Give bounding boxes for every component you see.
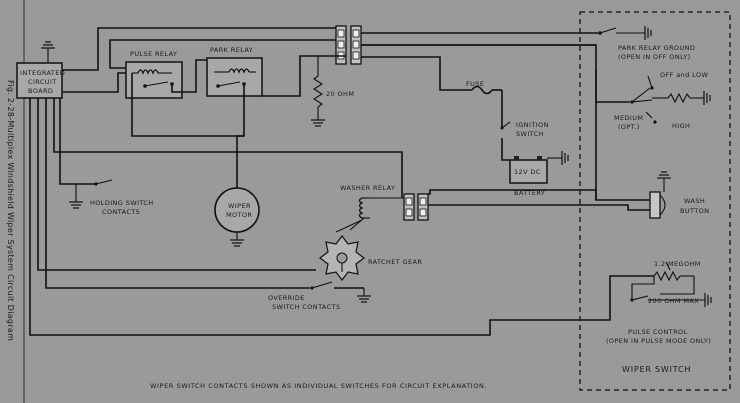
icb-ground-icon — [41, 41, 55, 63]
park-relay-label: PARK RELAY — [210, 46, 253, 54]
pulse-relay-label: PULSE RELAY — [130, 50, 177, 58]
integrated-circuit-board: INTEGRATED CIRCUIT BOARD — [16, 62, 65, 99]
wash-button-icon — [649, 171, 671, 219]
icb-label-2: CIRCUIT — [28, 78, 57, 86]
pulse-control-label-2: (OPEN IN PULSE MODE ONLY) — [606, 337, 711, 345]
off-low-label: OFF and LOW — [660, 71, 708, 79]
washer-relay-label: WASHER RELAY — [340, 184, 395, 192]
pulse-control-label-1: PULSE CONTROL — [628, 328, 688, 336]
medium-label-2: (OPT.) — [618, 123, 640, 131]
battery-value: 12V DC — [514, 168, 541, 176]
wiper-switch-enclosure — [579, 11, 731, 391]
ignition-label-2: SWITCH — [516, 130, 544, 138]
figure-caption: Fig. 2-28-Multiplex Windshield Wiper Sys… — [6, 80, 15, 341]
wiper-switch-label: WIPER SWITCH — [622, 365, 691, 374]
footer-note: WIPER SWITCH CONTACTS SHOWN AS INDIVIDUA… — [150, 382, 487, 390]
motor-label-1: WIPER — [228, 202, 251, 210]
battery-label: BATTERY — [514, 189, 545, 197]
ratchet-label: RATCHET GEAR — [368, 258, 422, 266]
pulse-relay: PULSE RELAY — [125, 50, 183, 99]
rheostat-label-1: 1.2 MEGOHM — [654, 260, 701, 268]
rheostat-label-2: 200 OHM MAX — [648, 297, 699, 305]
battery-ground-icon — [547, 151, 569, 165]
ignition-switch-icon — [500, 121, 511, 130]
icb-box — [16, 62, 63, 99]
park-ground-label-2: (OPEN IN OFF ONLY) — [618, 53, 691, 61]
park-relay: PARK RELAY — [206, 46, 263, 97]
override-label-1: OVERRIDE — [268, 294, 305, 302]
fuse-icon — [455, 85, 502, 95]
override-switch-icon — [52, 281, 371, 303]
connector-block-right — [350, 25, 362, 65]
icb-label-1: INTEGRATED — [20, 69, 65, 77]
washer-connector — [403, 193, 429, 221]
park-relay-coil-icon — [228, 68, 250, 74]
battery-icon — [509, 156, 548, 184]
icb-label-3: BOARD — [28, 87, 53, 95]
holding-label-1: HOLDING SWITCH — [90, 199, 154, 207]
wash-label-2: BUTTON — [680, 207, 709, 215]
speed-switch-icon — [630, 75, 711, 124]
wash-label-1: WASH — [684, 197, 705, 205]
fuse-label: FUSE — [466, 80, 484, 88]
park-ground-label-1: PARK RELAY GROUND — [618, 44, 695, 52]
wiper-motor-icon — [214, 187, 260, 247]
ratchet-gear-icon — [319, 217, 365, 281]
override-label-2: SWITCH CONTACTS — [272, 303, 341, 311]
park-relay-ground-switch-icon — [598, 26, 652, 40]
rheostat-icon — [609, 261, 712, 307]
holding-label-2: CONTACTS — [102, 208, 140, 216]
connector-block-left — [335, 25, 347, 65]
pulse-relay-coil-icon — [137, 69, 159, 75]
washer-relay-coil-icon — [358, 197, 404, 219]
medium-label-1: MEDIUM — [614, 114, 643, 122]
motor-label-2: MOTOR — [226, 211, 252, 219]
ignition-label-1: IGNITION — [516, 121, 549, 129]
holding-switch-icon — [59, 98, 113, 209]
resistor-label: 20 OHM — [326, 90, 354, 98]
high-label: HIGH — [672, 122, 690, 130]
resistor-20-ohm-icon — [311, 56, 325, 127]
